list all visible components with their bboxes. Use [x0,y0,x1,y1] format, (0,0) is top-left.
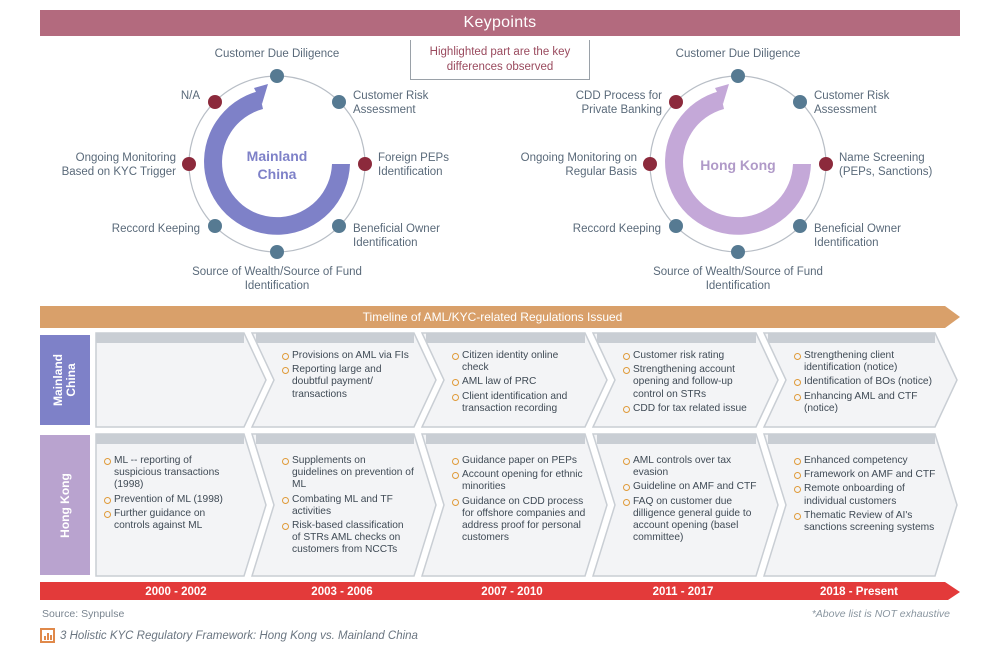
mainland-dot-right [358,157,372,171]
hongkong-label-bottom-right: Beneficial Owner Identification [814,223,901,249]
hongkong-ring-arrow [715,84,729,104]
list-item: CDD for tax related issue [623,403,755,415]
mainland-dot-top [270,69,284,83]
mainland-ring-arrow [254,84,268,104]
hongkong-wheel [643,69,833,259]
list-item: Reporting large and doubtful payment/ tr… [282,364,410,401]
timeline-arrow-bar [40,306,960,328]
list-item: Prevention of ML (1998) [104,494,242,506]
year-label: 2018 - Present [820,586,898,598]
list-item: FAQ on customer due dilligence general g… [623,496,757,545]
figure-caption: 3 Holistic KYC Regulatory Framework: Hon… [60,630,418,642]
mainland-label-top: Customer Due Diligence [214,48,340,60]
list-item: Strengthening account opening and follow… [623,364,755,401]
hongkong-label-top-left: CDD Process for Private Banking [575,90,662,116]
year-label: 2011 - 2017 [652,586,714,598]
differences-note: Highlighted part are the key differences… [410,40,590,80]
hongkong-label-top-right: Customer Risk Assessment [814,90,890,116]
row-label-mainland: Mainland China [40,335,90,425]
list-item: Combating ML and TF activities [282,494,414,518]
hongkong-dot-bottom-right [793,219,807,233]
list-item: Framework on AMF and CTF [794,469,950,481]
mainland-list-2003-2006: Provisions on AML via FIs Reporting larg… [282,350,410,403]
hongkong-dot-top-right [793,95,807,109]
list-item: Client identification and transaction re… [452,391,582,415]
list-item: AML controls over tax evasion [623,455,757,479]
list-item: Risk-based classification of STRs AML ch… [282,520,414,557]
list-item: Customer risk rating [623,350,755,362]
mainland-chevrons [95,332,958,428]
list-item: Guidance paper on PEPs [452,455,586,467]
list-item: Guideline on AMF and CTF [623,481,757,493]
mainland-dot-bottom-left [208,219,222,233]
chevrons-svg [40,332,960,600]
list-item: Account opening for ethnic minorities [452,469,586,493]
list-item: AML law of PRC [452,376,582,388]
list-item: Thematic Review of AI's sanctions screen… [794,510,950,534]
hongkong-list-2000-2002: ML -- reporting of suspicious transactio… [104,455,242,534]
hongkong-dot-right [819,157,833,171]
hongkong-dot-bottom-left [669,219,683,233]
mainland-dot-left [182,157,196,171]
hongkong-dot-top [731,69,745,83]
list-item: Provisions on AML via FIs [282,350,410,362]
hongkong-list-2011-2017: AML controls over tax evasion Guideline … [623,455,757,546]
mainland-dot-top-left [208,95,222,109]
year-label: 2007 - 2010 [481,586,543,598]
row-label-hongkong: Hong Kong [40,435,90,575]
list-item: ML -- reporting of suspicious transactio… [104,455,242,492]
list-item: Supplements on guidelines on prevention … [282,455,414,492]
mainland-list-2011-2017: Customer risk rating Strengthening accou… [623,350,755,417]
mainland-label-bottom-right: Beneficial Owner Identification [353,223,440,249]
list-item: Citizen identity online check [452,350,582,374]
mainland-label-top-right: Customer Risk Assessment [353,90,429,116]
year-label: 2003 - 2006 [311,586,373,598]
hongkong-dot-top-left [669,95,683,109]
chart-icon-glyph [44,633,52,640]
hongkong-list-2003-2006: Supplements on guidelines on prevention … [282,455,414,559]
hongkong-center-label: Hong Kong [700,157,776,173]
hongkong-label-right: Name Screening (PEPs, Sanctions) [839,152,933,178]
mainland-label-right: Foreign PEPs Identification [378,152,449,178]
mainland-dot-bottom [270,245,284,259]
hongkong-label-left: Ongoing Monitoring on Regular Basis [520,152,637,178]
list-item: Strengthening client identification (not… [794,350,944,374]
list-item: Further guidance on controls against ML [104,508,242,532]
mainland-label-top-left: N/A [180,90,200,102]
list-item: Enhanced competency [794,455,950,467]
mainland-center-label: Mainland China [246,148,308,182]
hongkong-dot-left [643,157,657,171]
mainland-label-bottom: Source of Wealth/Source of Fund Identifi… [192,266,362,292]
hongkong-dot-bottom [731,245,745,259]
list-item: Identification of BOs (notice) [794,376,944,388]
timeline-title: Timeline of AML/KYC-related Regulations … [362,310,623,324]
mainland-label-bottom-left: Reccord Keeping [111,223,200,235]
mainland-dot-bottom-right [332,219,346,233]
hongkong-chevrons [95,433,958,577]
hongkong-label-bottom: Source of Wealth/Source of Fund Identifi… [653,266,823,292]
keypoints-title-bar: Keypoints [40,10,960,36]
disclaimer-text: *Above list is NOT exhaustive [811,608,950,620]
list-item: Enhancing AML and CTF (notice) [794,391,944,415]
years-bar [40,582,960,600]
hongkong-label-top: Customer Due Diligence [675,48,801,60]
mainland-wheel [182,69,372,259]
source-text: Source: Synpulse [42,608,125,620]
mainland-list-2018-present: Strengthening client identification (not… [794,350,944,417]
mainland-label-left: Ongoing Monitoring Based on KYC Trigger [61,152,176,178]
hongkong-list-2007-2010: Guidance paper on PEPs Account opening f… [452,455,586,546]
mainland-dot-top-right [332,95,346,109]
mainland-list-2007-2010: Citizen identity online check AML law of… [452,350,582,417]
year-label: 2000 - 2002 [145,586,207,598]
list-item: Remote onboarding of individual customer… [794,483,950,507]
hongkong-label-bottom-left: Reccord Keeping [572,223,661,235]
wheels-svg [182,69,833,259]
list-item: Guidance on CDD process for offshore com… [452,496,586,545]
chart-icon [40,628,55,643]
hongkong-list-2018-present: Enhanced competency Framework on AMF and… [794,455,950,536]
